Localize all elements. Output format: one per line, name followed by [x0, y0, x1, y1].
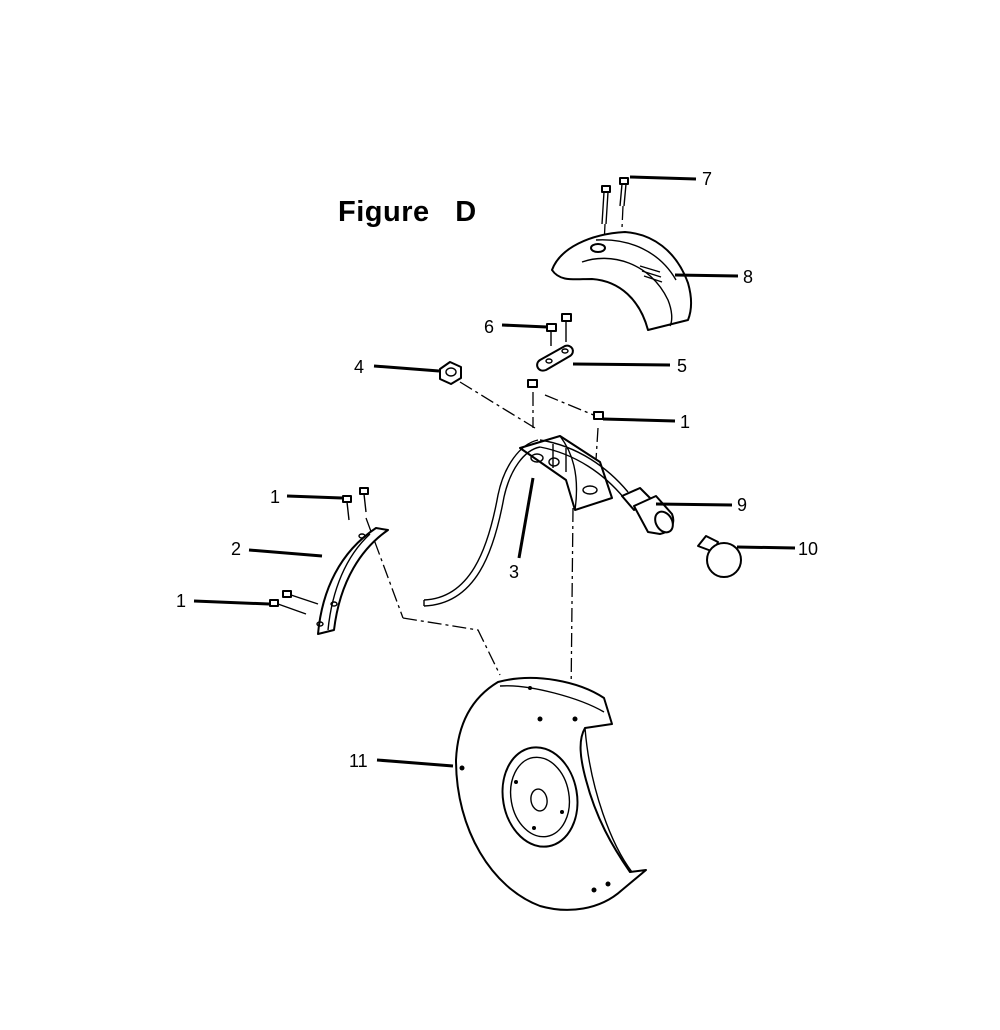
callout-leaders	[193, 175, 796, 768]
part-5-plate	[536, 344, 574, 372]
part-2-curved-bracket	[316, 527, 389, 635]
callout-11: 11	[349, 751, 368, 771]
callout-7: 7	[702, 169, 712, 189]
callout-9: 9	[737, 495, 747, 515]
part-11-disc-cover	[455, 676, 647, 911]
callout-1-left-bottom: 1	[176, 591, 186, 611]
callout-8: 8	[743, 267, 753, 287]
part-10-bulb	[697, 535, 742, 578]
assembly-lines	[365, 381, 599, 699]
part-9-socket	[621, 487, 675, 535]
figure-title: Figure D	[338, 196, 477, 228]
callout-3: 3	[509, 562, 519, 582]
callout-1-left-top: 1	[270, 487, 280, 507]
callout-labels: 7 8 6 5 4 1 9 10 3 1 2 1 11	[176, 169, 818, 771]
part-4-nut	[439, 361, 462, 385]
part-3-bracket	[423, 435, 629, 607]
callout-1-top: 1	[680, 412, 690, 432]
part-6-screws	[546, 313, 572, 346]
callout-6: 6	[484, 317, 494, 337]
callout-4: 4	[354, 357, 364, 377]
callout-2: 2	[231, 539, 241, 559]
callout-5: 5	[677, 356, 687, 376]
callout-10: 10	[798, 539, 818, 559]
part-1-screw-top	[527, 379, 604, 420]
part-1-screws-left	[269, 487, 369, 615]
part-8-curved-cover	[551, 231, 692, 331]
